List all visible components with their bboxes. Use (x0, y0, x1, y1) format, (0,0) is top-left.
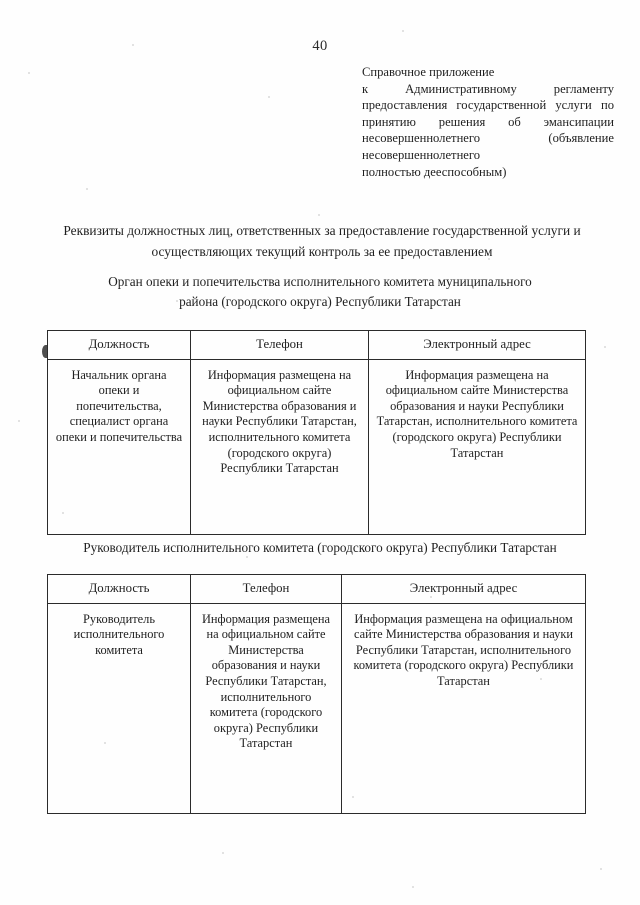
table-executive-committee-head: Должность Телефон Электронный адрес Руко… (47, 574, 586, 814)
cell-position: Начальник органа опеки и попечительства,… (47, 358, 191, 535)
cell-email: Информация размещена на официальном сайт… (368, 358, 586, 535)
column-header-email: Электронный адрес (368, 330, 586, 360)
appendix-line-2: к Административному регламенту предостав… (362, 81, 614, 162)
column-header-phone: Телефон (190, 574, 342, 604)
column-header-email: Электронный адрес (341, 574, 586, 604)
cell-position: Руководитель исполнительного комитета (47, 602, 191, 814)
cell-email: Информация размещена на официальном сайт… (341, 602, 586, 814)
table-guardianship-body: Должность Телефон Электронный адрес Нача… (47, 330, 586, 535)
page-title: Реквизиты должностных лиц, ответственных… (63, 223, 581, 259)
table-header-row: Должность Телефон Электронный адрес (47, 330, 586, 360)
column-header-position: Должность (47, 330, 191, 360)
cell-phone: Информация размещена на официальном сайт… (190, 602, 342, 814)
table-header-row: Должность Телефон Электронный адрес (47, 574, 586, 604)
table-row: Руководитель исполнительного комитета Ин… (47, 602, 586, 814)
scan-artifact-mark (42, 345, 48, 358)
column-header-position: Должность (47, 574, 191, 604)
section-title-executive-committee-head: Руководитель исполнительного комитета (г… (83, 540, 557, 555)
table-row: Начальник органа опеки и попечительства,… (47, 358, 586, 535)
column-header-phone: Телефон (190, 330, 369, 360)
appendix-line-1: Справочное приложение (362, 65, 495, 79)
appendix-reference-block: Справочное приложение к Административном… (362, 64, 614, 180)
cell-phone: Информация размещена на официальном сайт… (190, 358, 369, 535)
page-number: 40 (312, 38, 328, 54)
appendix-line-3: полностью дееспособным) (362, 164, 507, 179)
section-title-guardianship-body: Орган опеки и попечительства исполнитель… (108, 274, 532, 309)
